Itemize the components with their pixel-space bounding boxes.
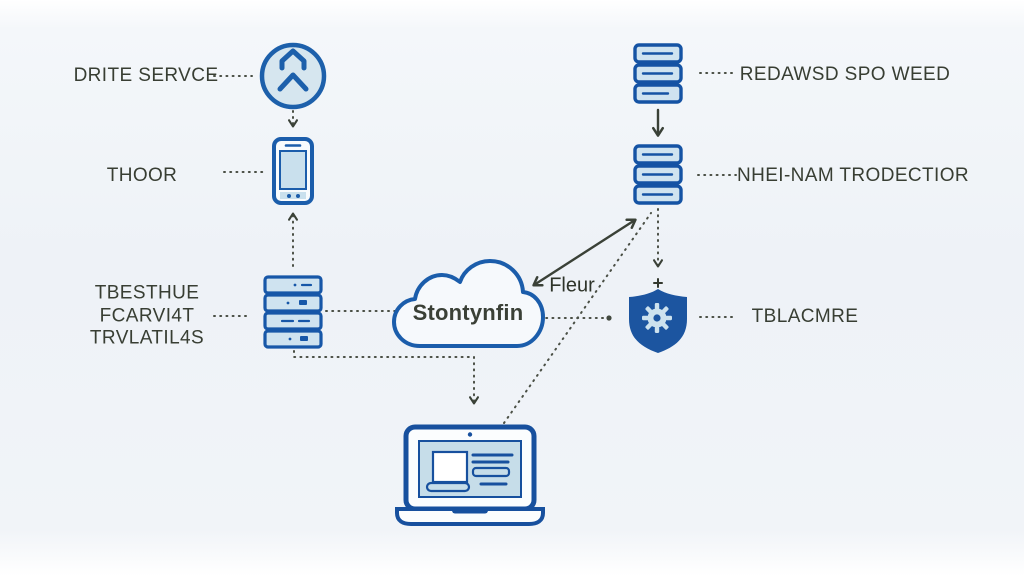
cloud-icon (392, 259, 545, 348)
laptop-icon (395, 424, 545, 526)
label-arrow-fleur: Fleur (549, 274, 595, 297)
server-stack-3-top-icon (633, 43, 683, 104)
plus-sparkle-icon (653, 278, 663, 288)
label-testhue-line3: TRVLATIL4S (89, 327, 205, 349)
label-nhei-nam: NHEI-NAM TRODECTIOR (736, 165, 970, 186)
label-tblacmre: TBLACMRE (751, 306, 859, 327)
label-testhue-line1: TBESTHUE (94, 282, 200, 304)
label-cloud: Stontynfin (412, 300, 524, 325)
label-drite-service: DRITE SERVCE (73, 65, 219, 86)
label-testhue-line2: FCARVI4T (99, 304, 195, 326)
label-testhue: TBESTHUE FCARVI4T TRVLATIL4S (90, 282, 204, 350)
laptop-screen-content (425, 450, 514, 493)
server-stack-3-mid-icon (633, 144, 683, 205)
shield-gear-icon (629, 289, 687, 353)
edge-servers-to-laptop (293, 350, 480, 405)
double-chevron-circle-icon (259, 42, 327, 110)
server-stack-4-icon (263, 275, 323, 349)
edge-endpoint-dot (606, 315, 612, 321)
label-redawsd: REDAWSD SPO WEED (739, 64, 951, 85)
edge-cloud-servers-double-arrow (532, 218, 637, 287)
smartphone-icon (272, 137, 314, 205)
connectors (213, 72, 738, 424)
label-thoor: THOOR (106, 165, 178, 186)
